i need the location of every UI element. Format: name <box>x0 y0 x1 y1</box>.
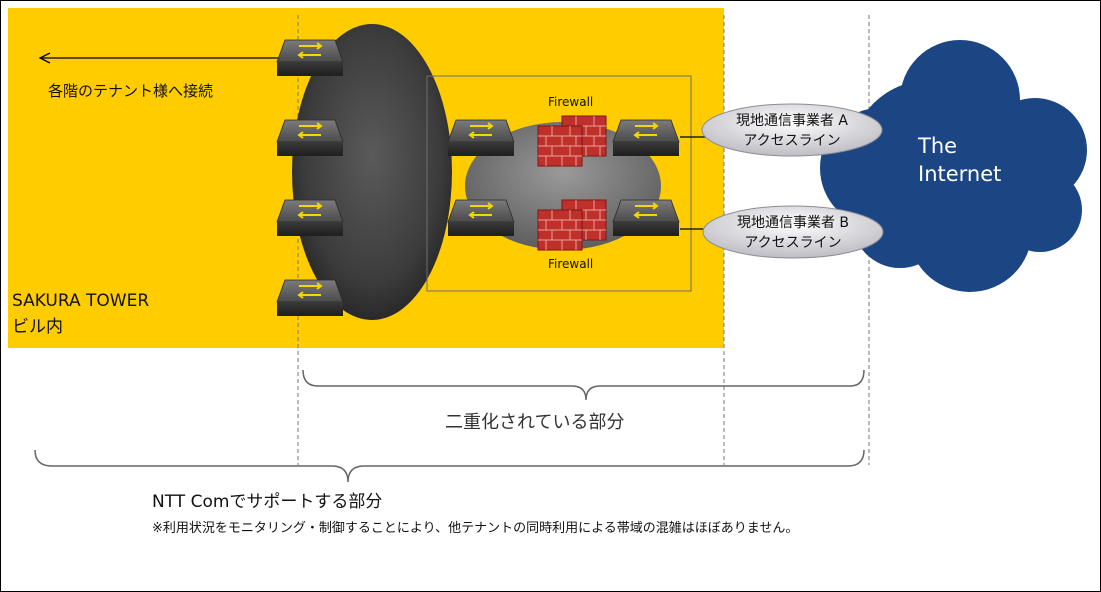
tenant-link-label: 各階のテナント様へ接続 <box>48 82 213 100</box>
core-network-ring <box>292 24 452 320</box>
switch-icon <box>276 39 344 77</box>
internet-line2: Internet <box>918 162 1001 186</box>
tenant-arrow-icon <box>38 52 278 64</box>
carrier-a-line2: アクセスライン <box>743 133 840 149</box>
firewall-bottom-label: Firewall <box>548 257 593 271</box>
internet-cloud <box>820 40 1087 292</box>
building-sub: ビル内 <box>12 317 63 337</box>
support-brace <box>34 449 865 483</box>
internet-line1: The <box>917 134 957 158</box>
switch-icon <box>276 279 344 317</box>
redundant-label: 二重化されている部分 <box>445 412 624 433</box>
switch-icon <box>276 199 344 237</box>
carrier-a-oval <box>701 103 883 157</box>
carrier-b-line1: 現地通信事業者 B <box>737 215 849 231</box>
switch-icon <box>612 119 680 157</box>
support-label: NTT Comでサポートする部分 <box>152 492 382 512</box>
carrier-a-line1: 現地通信事業者 A <box>736 113 848 129</box>
switch-icon <box>276 119 344 157</box>
building-name: SAKURA TOWER <box>12 291 149 311</box>
carrier-b-line2: アクセスライン <box>744 235 841 251</box>
switch-icon <box>447 119 515 157</box>
switch-icon <box>612 199 680 237</box>
redundant-frame <box>426 75 692 292</box>
support-note: ※利用状況をモニタリング・制御することにより、他テナントの同時利用による帯域の混… <box>152 520 798 536</box>
switch-icon <box>447 199 515 237</box>
firewall-top-label: Firewall <box>548 95 593 109</box>
carrier-b-oval <box>702 205 884 259</box>
redundant-brace <box>302 369 865 401</box>
